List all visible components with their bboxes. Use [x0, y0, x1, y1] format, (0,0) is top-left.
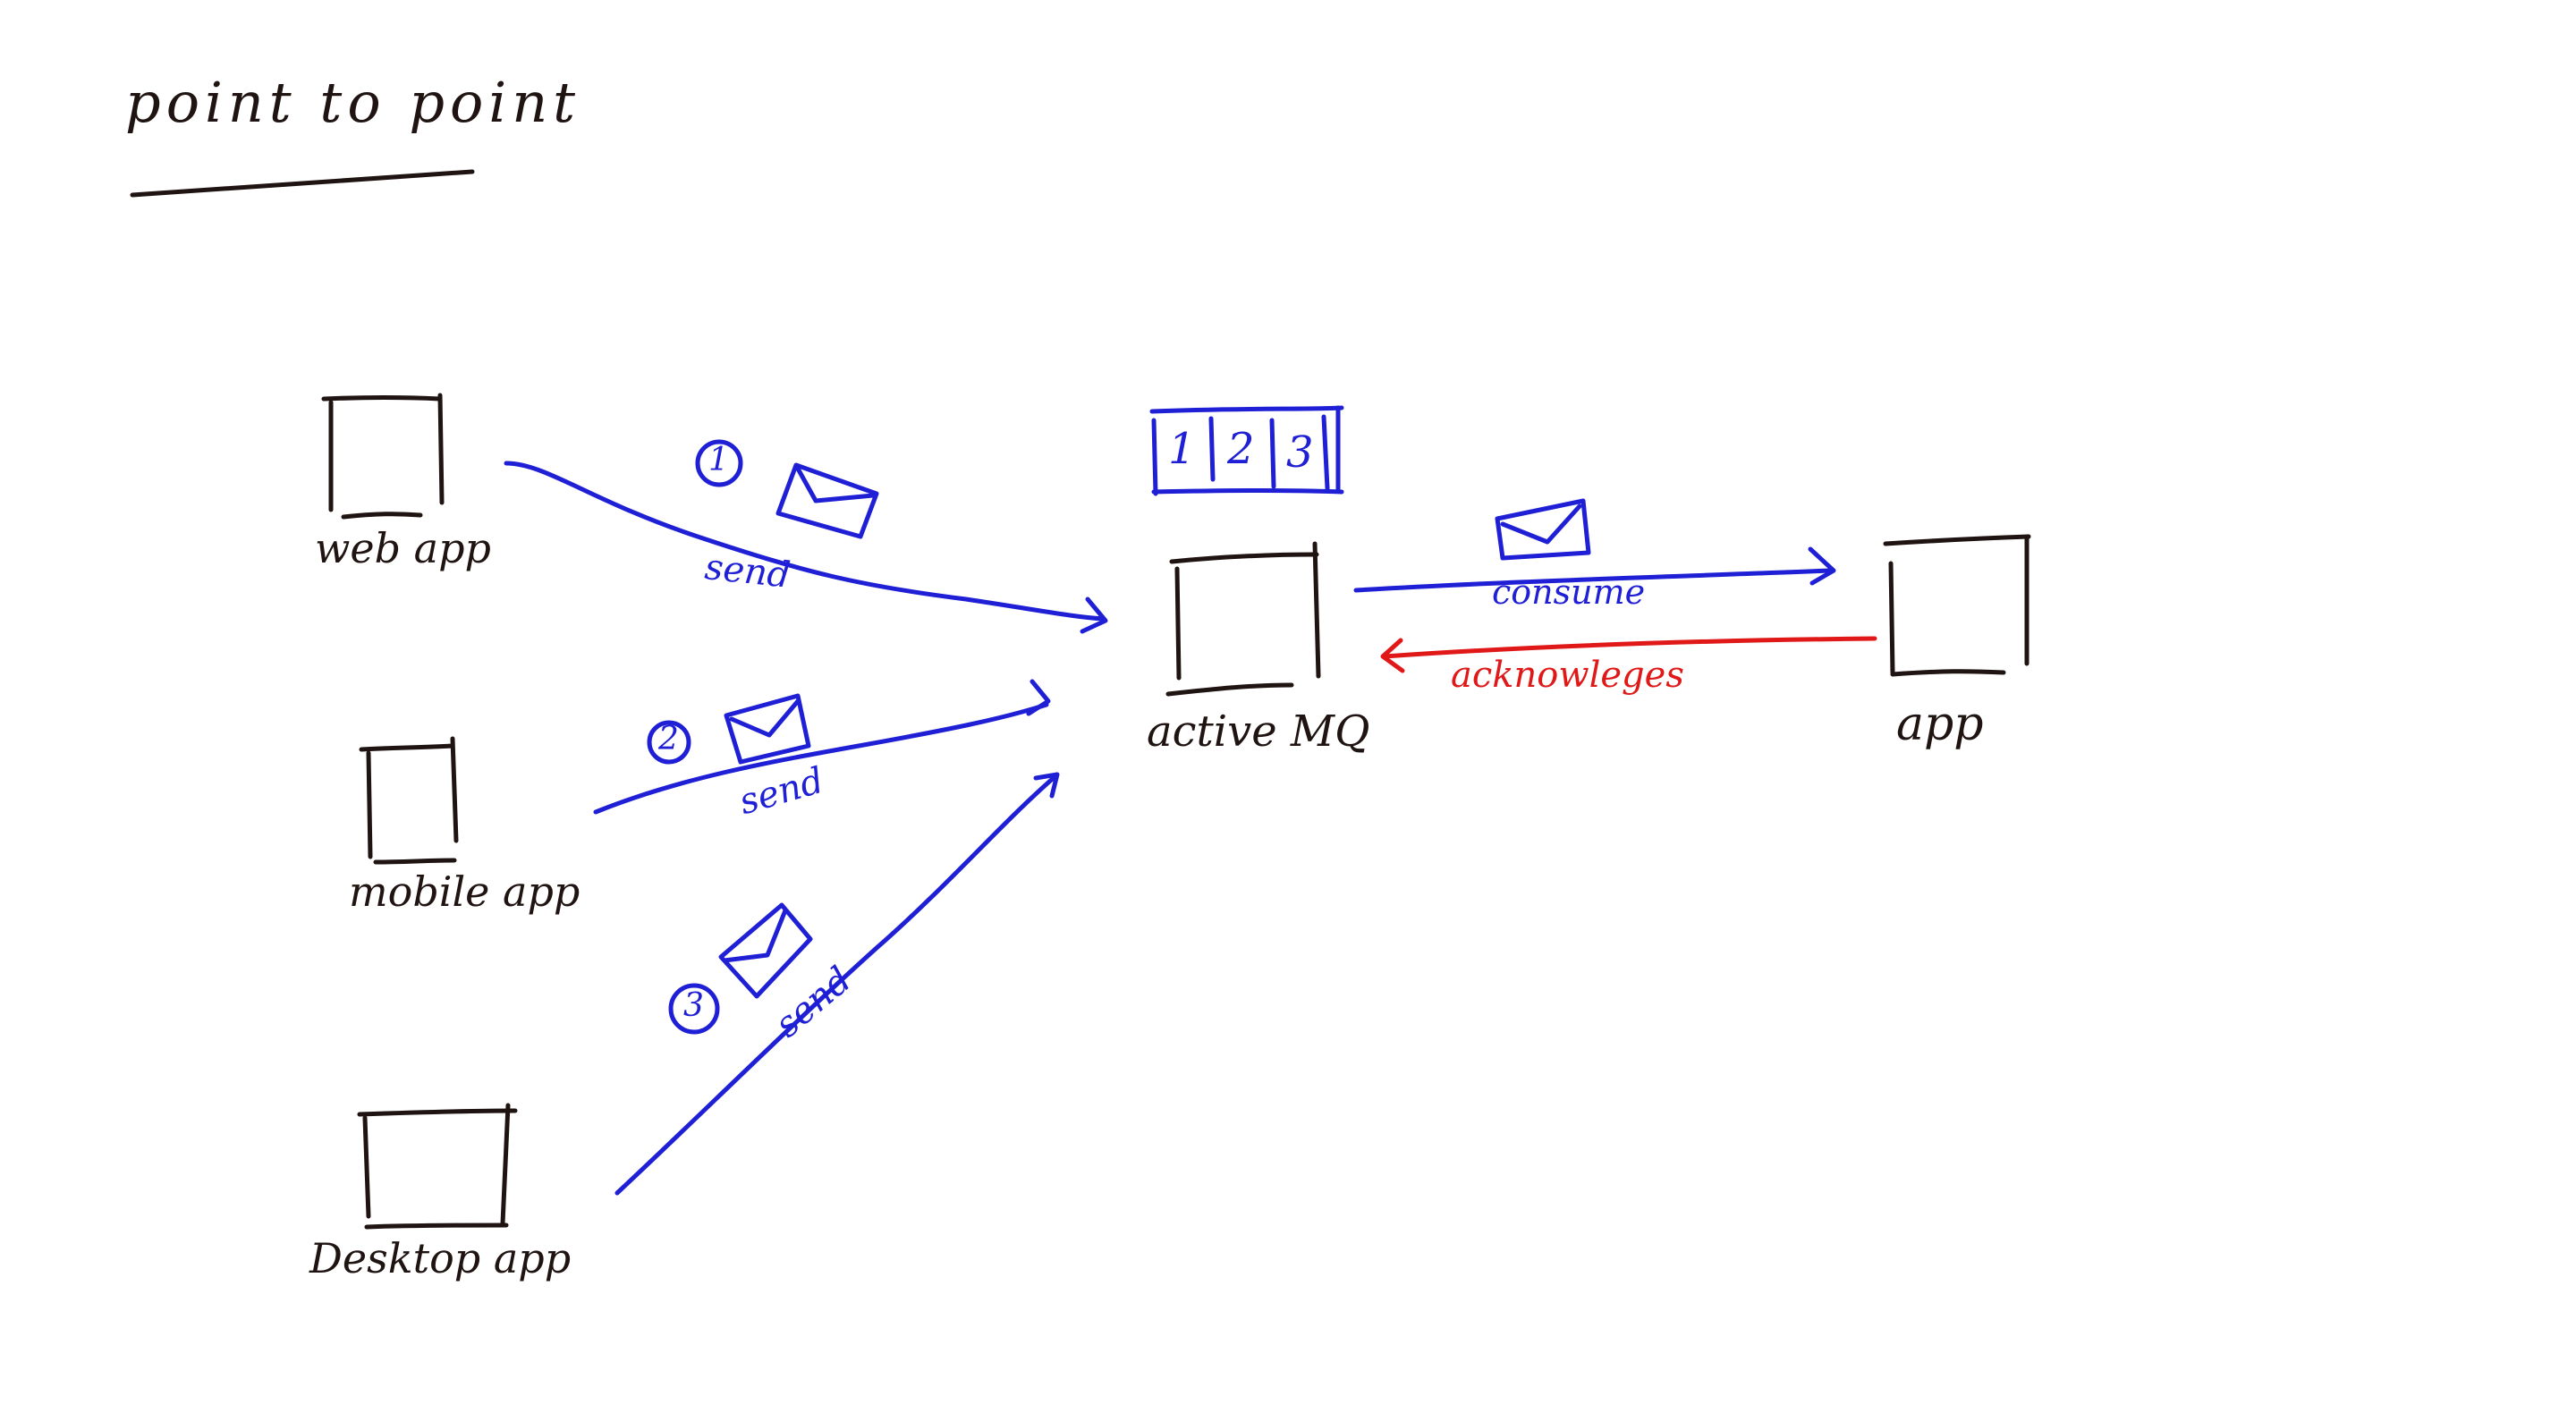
send-arrow-1	[504, 461, 1108, 634]
active-mq-label: active MQ	[1147, 706, 1370, 757]
desktop-app-label: Desktop app	[309, 1234, 572, 1282]
mobile-app-label: mobile app	[349, 867, 580, 916]
envelope-icon-1	[775, 462, 879, 539]
consume-arrow	[1353, 546, 1836, 593]
acknowledge-label: acknowleges	[1451, 655, 1684, 696]
step-number-2: 2	[658, 721, 679, 757]
queue-box	[1149, 405, 1344, 496]
queue-slot-3: 3	[1286, 427, 1314, 478]
envelope-icon-3	[718, 902, 813, 999]
title-underline	[130, 169, 475, 198]
step-circle-2	[647, 720, 691, 765]
send-arrow-3	[614, 772, 1060, 1196]
send-label-1: send	[702, 546, 792, 597]
desktop-app-box	[357, 1103, 518, 1230]
page-title: point to point	[125, 70, 581, 135]
mobile-app-box	[359, 736, 459, 865]
send-arrow-2	[593, 679, 1051, 815]
web-app-box	[321, 393, 445, 520]
consume-label: consume	[1492, 572, 1646, 612]
consumer-app-box	[1883, 534, 2031, 677]
consumer-app-label: app	[1896, 698, 1984, 751]
queue-slot-1: 1	[1168, 424, 1196, 474]
web-app-label: web app	[315, 524, 491, 572]
envelope-icon-2	[724, 693, 811, 765]
active-mq-box	[1165, 541, 1321, 697]
envelope-icon-consume	[1495, 498, 1591, 561]
step-number-1: 1	[708, 442, 729, 478]
step-number-3: 3	[683, 987, 704, 1024]
step-circle-1	[695, 439, 743, 487]
queue-slot-2: 2	[1227, 424, 1255, 474]
step-circle-3	[668, 983, 720, 1035]
acknowledge-arrow	[1380, 636, 1877, 673]
